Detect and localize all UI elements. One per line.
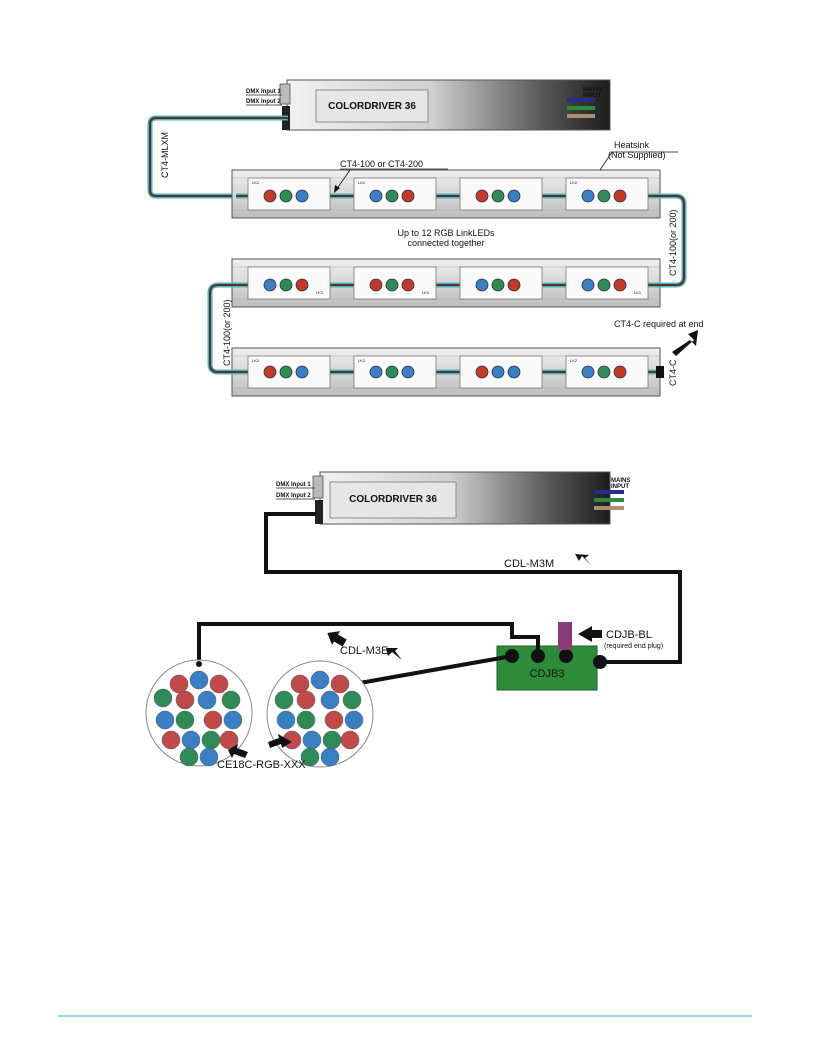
led-module: LK2: [247, 177, 331, 211]
cable-cdl-m3e-a: [197, 622, 540, 664]
led-module: LK2: [353, 177, 437, 211]
led-connector-label: LK1: [634, 290, 642, 295]
arrow-icon: [386, 648, 402, 660]
led-module: LK1: [565, 266, 649, 300]
led-connector-label: LK2: [358, 358, 366, 363]
end-plug-label: CDJB-BL: [606, 629, 652, 641]
led-module: LK1: [247, 266, 331, 300]
heatsink-label-1: Heatsink: [614, 140, 650, 150]
mains-input-label-1: MAINS: [583, 87, 602, 93]
mains-input-2-label-2: INPUT: [611, 484, 629, 490]
cable-cdl-m3m: [264, 512, 682, 664]
driver-2-title: COLORDRIVER 36: [349, 494, 437, 505]
led-connector-label: LK2: [570, 180, 578, 185]
dmx-input-1-label-2: DMX Input 1: [276, 482, 311, 488]
arrow-icon: [228, 744, 248, 758]
mains-input-2-label-1: MAINS: [611, 478, 630, 484]
fixture-2: [266, 660, 374, 768]
led-module: LK2: [247, 355, 331, 389]
colordriver-2: COLORDRIVER 36 DMX Input 1 DMX Input 2 M…: [276, 471, 630, 525]
led-connector-label: LK1: [316, 290, 324, 295]
colordriver-1: COLORDRIVER 36 DMX Input 1 DMX Input 2 M…: [246, 79, 611, 131]
arrow-icon: [575, 554, 592, 566]
led-modules: LK2 LK2 LK2: [247, 177, 649, 389]
end-cap-label: CT4-C: [668, 359, 678, 386]
end-cap-ct4-c: [656, 366, 664, 378]
cable-ct4-100-200-label: CT4-100 or CT4-200: [340, 159, 423, 169]
led-connector-label: LK2: [252, 358, 260, 363]
junction-box-label: CDJB3: [530, 668, 565, 680]
end-plug-note: (required end plug): [604, 643, 663, 650]
end-plug-cdjb-bl: [558, 622, 572, 650]
cable-ct4-mlxm-label: CT4-MLXM: [160, 132, 170, 178]
cable-right-label: CT4-100(or 200): [668, 209, 678, 276]
diagram-2: COLORDRIVER 36 DMX Input 1 DMX Input 2 M…: [145, 471, 682, 771]
led-connector-label: LK1: [422, 290, 430, 295]
cable-cdl-m3m-label: CDL-M3M: [504, 558, 554, 570]
diagram-1: COLORDRIVER 36 DMX Input 1 DMX Input 2 M…: [147, 79, 704, 397]
dmx-input-2-label-2: DMX Input 2: [276, 493, 311, 499]
arrow-icon: [578, 626, 602, 642]
end-arrow-icon: [672, 330, 698, 356]
led-module: LK1: [353, 266, 437, 300]
arrow-icon: [327, 631, 347, 647]
heatsink-label-2: (Not Supplied): [608, 150, 666, 160]
driver-title: COLORDRIVER 36: [328, 101, 416, 112]
led-module: LK2: [353, 355, 437, 389]
led-module: LK2: [565, 177, 649, 211]
note-line-1: Up to 12 RGB LinkLEDs: [397, 228, 495, 238]
led-connector-label: LK2: [252, 180, 260, 185]
dmx-input-1-label: DMX Input 1: [246, 89, 281, 95]
arrow-icon: [268, 734, 292, 748]
fixture-1: [145, 659, 253, 767]
dmx-input-2-label: DMX Input 2: [246, 99, 281, 105]
fixture-label: CE18C-RGB-XXX: [217, 759, 306, 771]
led-module: [459, 266, 543, 300]
note-line-2: connected together: [407, 238, 484, 248]
led-module: LK2: [565, 355, 649, 389]
cable-ct4-mlxm: [147, 115, 288, 199]
end-note-label: CT4-C required at end: [614, 319, 704, 329]
cable-left-label: CT4-100(or 200): [222, 299, 232, 366]
cable-cdl-m3e-label: CDL-M3E: [340, 645, 388, 657]
mains-input-label-2: INPUT: [583, 93, 601, 99]
cable-cdl-m3e-b: [353, 654, 513, 686]
led-connector-label: LK2: [358, 180, 366, 185]
pointer-line: [335, 169, 351, 191]
led-module: [459, 355, 543, 389]
led-module: [459, 177, 543, 211]
led-connector-label: LK2: [570, 358, 578, 363]
